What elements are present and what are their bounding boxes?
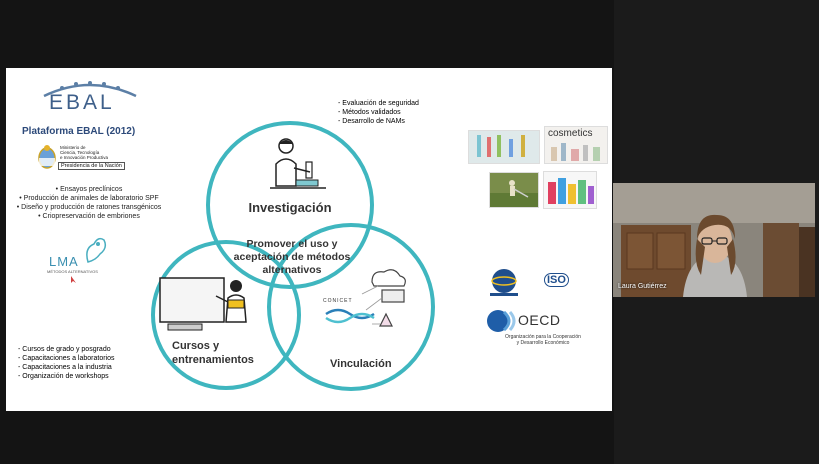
ecvam-logo-icon [490, 269, 518, 296]
cosmetic-bottles-icon [551, 143, 600, 161]
ministry-text: Ministerio de Ciencia, Tecnología e Inno… [60, 145, 109, 160]
oecd-caption: Organización para la Cooperación y Desar… [505, 334, 581, 346]
cosmetics-image: cosmetics [544, 126, 608, 164]
ebal-logo-arc-icon [43, 81, 137, 98]
industry-lab-network-icon [325, 269, 406, 327]
oecd-logo-icon [487, 310, 516, 332]
participant-name-label: Laura Gutiérrez [618, 283, 667, 290]
oecd-logo-text: OECD [518, 312, 561, 328]
lma-logo-text: LMA [49, 254, 79, 269]
mouse-pointer-icon [71, 276, 76, 283]
farmer-field-icon [490, 180, 538, 207]
lma-logo-icon [86, 237, 107, 263]
circle-label-investigacion: Investigación [248, 200, 332, 215]
argentina-coat-of-arms-icon [38, 145, 56, 169]
venn-diagram [151, 121, 435, 391]
conicet-logo: CONICET [323, 298, 353, 304]
center-text: Promover el uso y aceptación de métodos … [233, 238, 351, 276]
left-bullet-list: • Ensayos preclínicos • Producción de an… [16, 186, 162, 220]
bottom-bullet-list: - Cursos de grado y posgrado - Capacitac… [18, 346, 115, 380]
researcher-microscope-icon [270, 138, 326, 189]
venn-circle-investigacion [206, 121, 374, 289]
circle-label-vinculacion: Vinculación [330, 358, 392, 370]
household-bottles-icon [548, 178, 594, 204]
lma-caption: MÉTODOS ALTERNATIVOS [47, 269, 98, 274]
cosmetics-label: cosmetics [548, 128, 593, 139]
iso-logo: ISO [544, 273, 569, 287]
ebal-logo-text: EBAL [49, 91, 115, 114]
platform-title: Plataforma EBAL (2012) [22, 126, 136, 137]
field-spraying-image [489, 172, 539, 208]
presentation-slide: EBAL Plataforma EBAL (2012) Ministerio d… [6, 68, 612, 411]
household-products-image [543, 171, 597, 209]
venn-circle-cursos [151, 240, 301, 390]
teacher-whiteboard-icon [159, 277, 247, 331]
lab-tubes-image [468, 130, 540, 164]
venn-circle-vinculacion [267, 223, 435, 391]
top-bullet-list: - Evaluación de seguridad - Métodos vali… [338, 100, 419, 125]
video-frame-background [613, 183, 815, 297]
test-tubes-icon [477, 135, 525, 157]
circle-label-cursos: Cursos y entrenamientos [172, 340, 254, 366]
ministry-badge: Presidencia de la Nación [58, 162, 125, 170]
participant-video-tile[interactable]: Laura Gutiérrez [613, 183, 815, 297]
